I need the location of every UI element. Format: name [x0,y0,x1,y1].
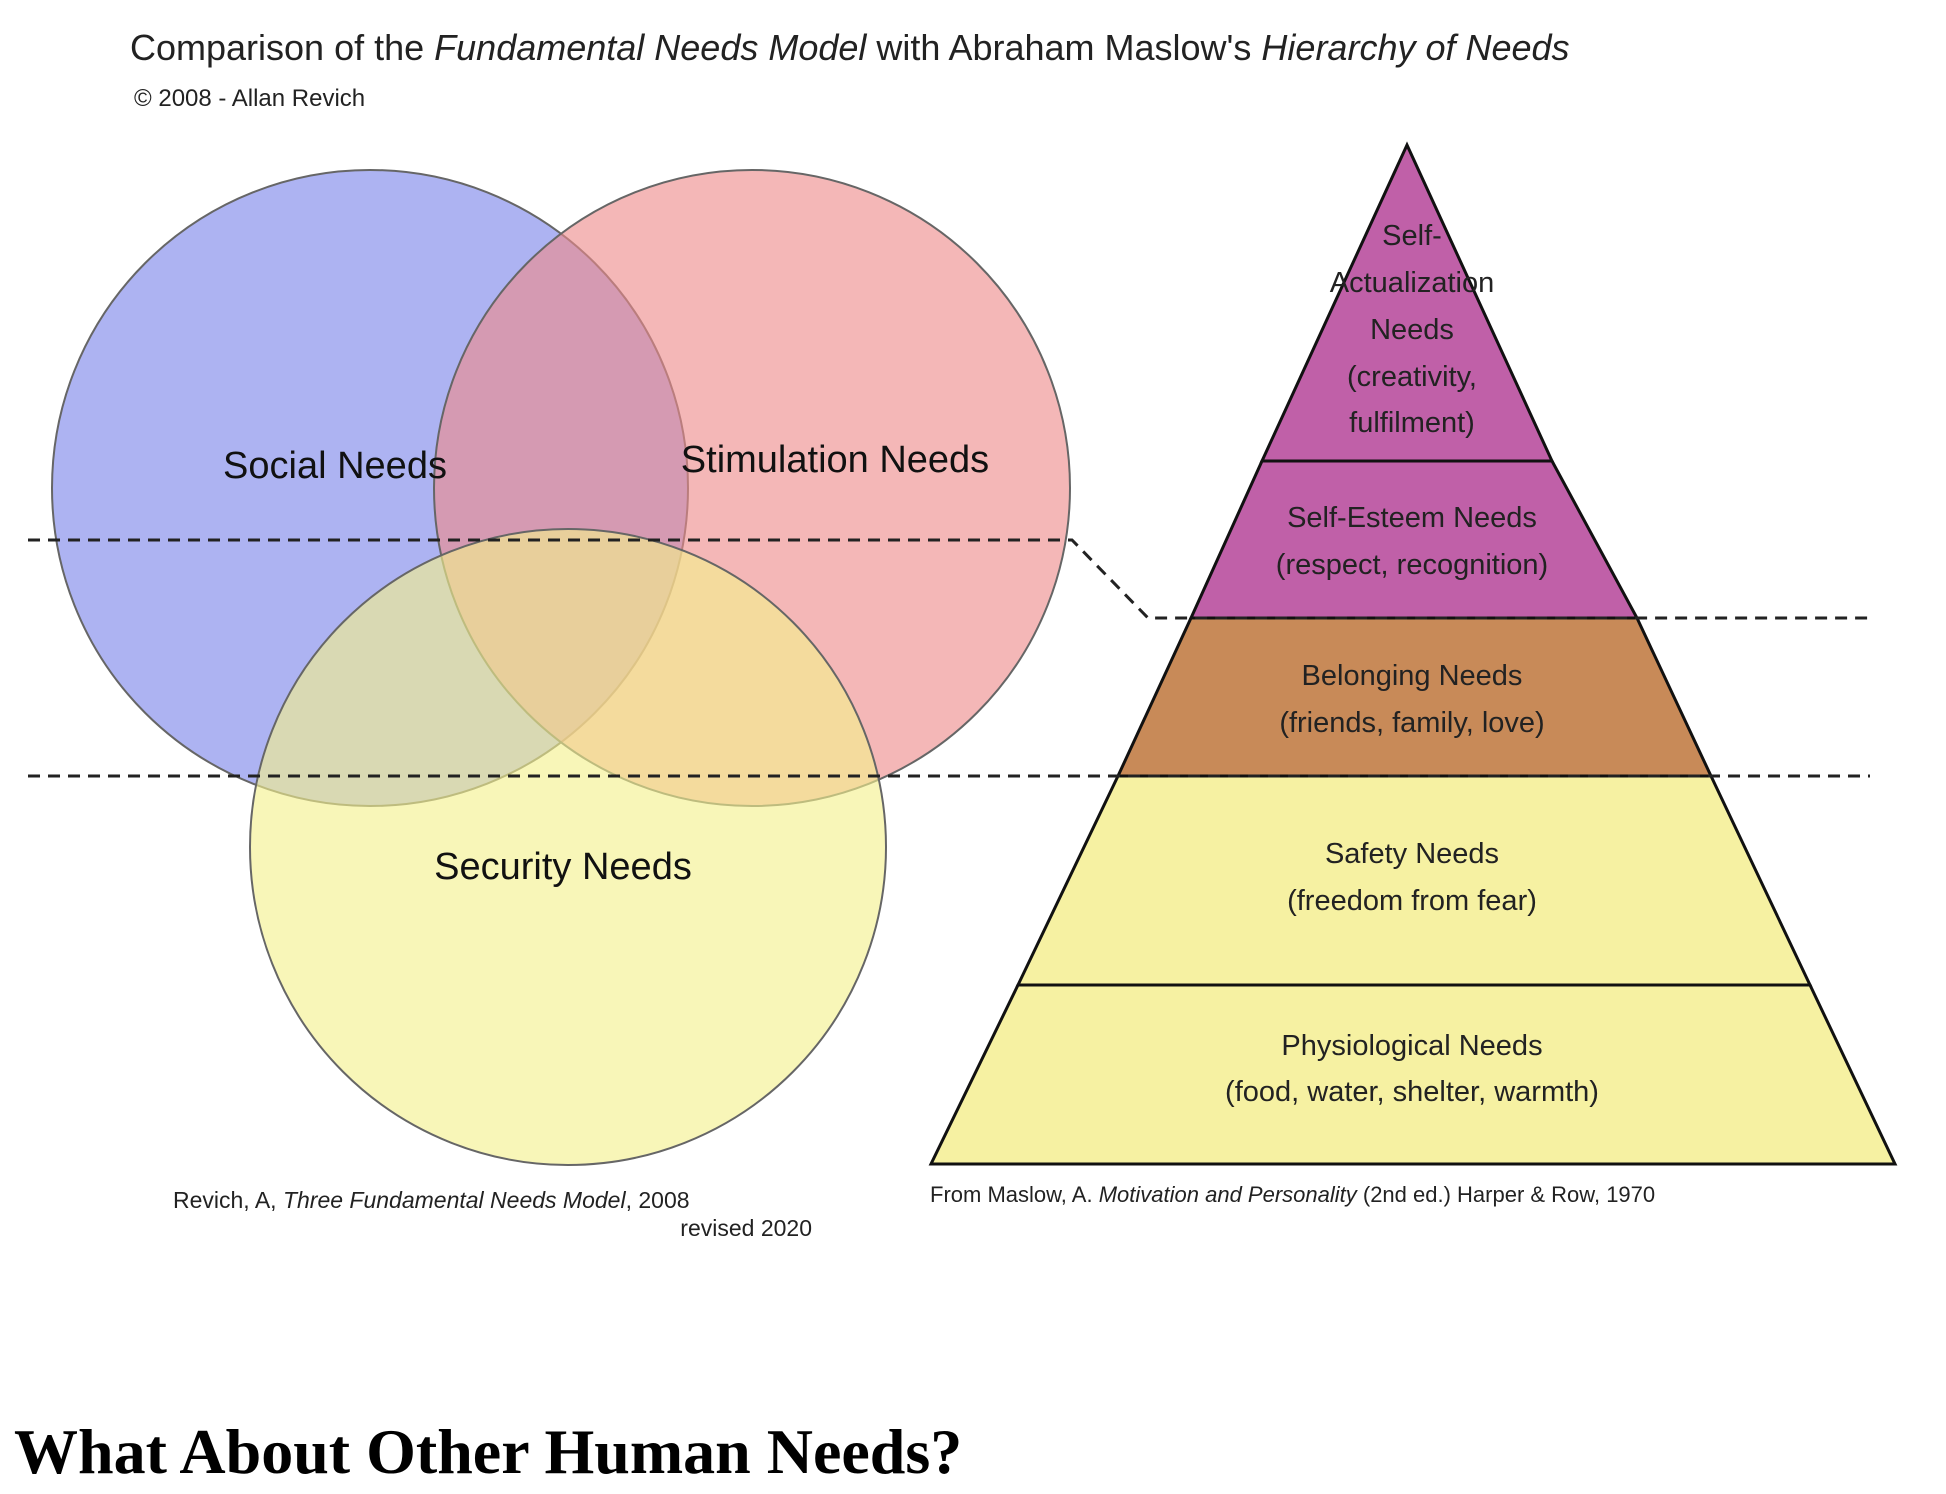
pyramid-level-physiological [928,983,1898,1166]
self-esteem-line-1: Self-Esteem Needs [1287,502,1537,534]
left-citation-revised: revised 2020 [680,1215,812,1241]
venn-diagram: Social Needs Stimulation Needs Security … [51,169,1071,1166]
self-actualization-line-3: Needs [1370,314,1454,346]
copyright-note: © 2008 - Allan Revich [134,85,365,112]
physiological-line-1: Physiological Needs [1281,1030,1542,1062]
upper-dashed-line [28,538,1870,620]
safety-line-2: (freedom from fear) [1287,885,1537,917]
security-needs-circle [249,528,887,1166]
belonging-line-1: Belonging Needs [1302,660,1523,692]
physiological-line-2: (food, water, shelter, warmth) [1225,1076,1599,1108]
pyramid-level-belonging [1115,616,1714,778]
self-esteem-line-2: (respect, recognition) [1276,549,1548,581]
stimulation-needs-label: Stimulation Needs [681,439,989,481]
self-actualization-line-1: Self- [1382,220,1442,252]
left-citation: Revich, A, Three Fundamental Needs Model… [173,1187,690,1213]
right-citation: From Maslow, A. Motivation and Personali… [930,1182,1655,1207]
correspondence-lines [28,538,1870,778]
maslow-pyramid: Self- Actualization Needs (creativity, f… [928,141,1898,1166]
safety-line-1: Safety Needs [1325,838,1499,870]
security-needs-label: Security Needs [434,846,692,888]
pyramid-level-safety [1015,774,1813,987]
needs-comparison-figure: Comparison of the Fundamental Needs Mode… [28,27,1898,1241]
needs-comparison-diagram: Comparison of the Fundamental Needs Mode… [28,27,1898,1241]
section-heading: What About Other Human Needs? [14,1416,963,1487]
belonging-line-2: (friends, family, love) [1279,707,1544,739]
social-needs-label: Social Needs [223,445,447,487]
self-actualization-line-5: fulfilment) [1349,407,1475,439]
self-actualization-line-2: Actualization [1330,267,1494,299]
self-actualization-line-4: (creativity, [1347,361,1477,393]
figure-title: Comparison of the Fundamental Needs Mode… [130,27,1570,68]
